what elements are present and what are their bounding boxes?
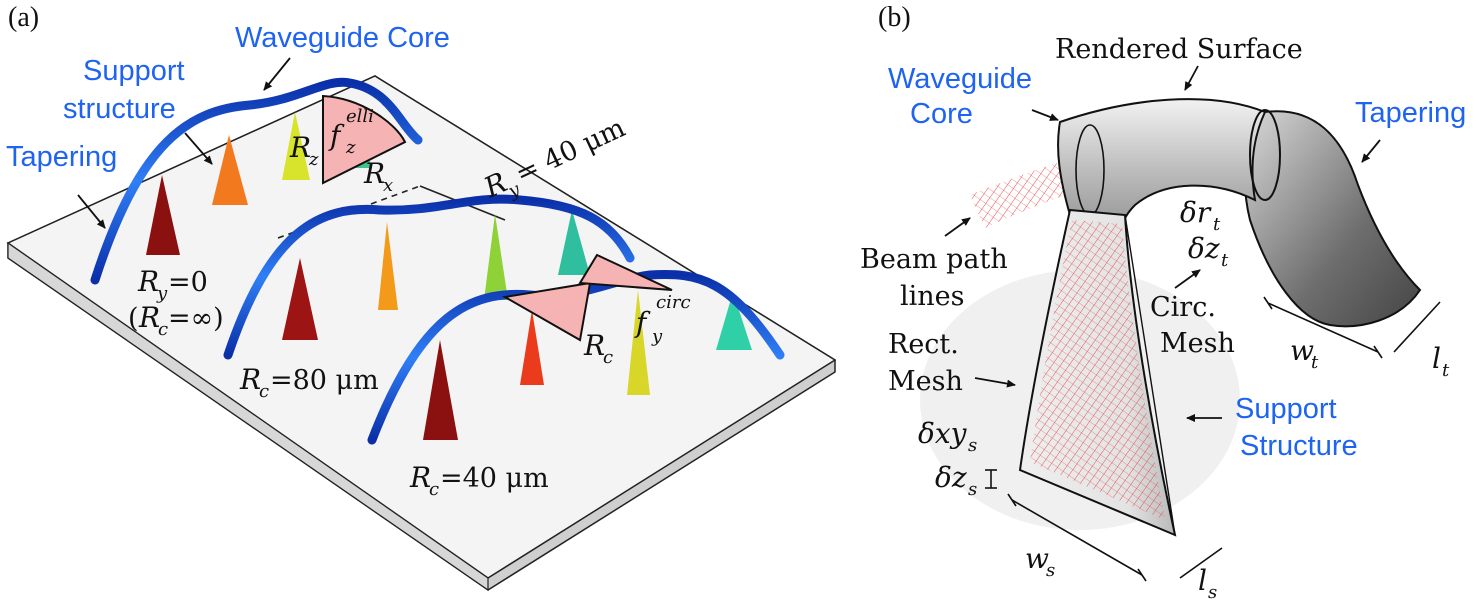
svg-text:z: z bbox=[345, 137, 356, 158]
panel-b: (b) Rendered Surface Waveguide Core Tape… bbox=[860, 2, 1466, 603]
label-beam-path-1: Beam path bbox=[860, 244, 1008, 275]
delta-z-t-label: δz t bbox=[1188, 232, 1229, 271]
svg-text:R: R bbox=[363, 157, 385, 190]
rx-label: R x bbox=[363, 157, 393, 196]
panel-a-label: (a) bbox=[8, 2, 39, 33]
label-waveguide-2: Core bbox=[910, 98, 973, 130]
rc-label: R c bbox=[583, 329, 613, 368]
svg-text:w: w bbox=[1290, 334, 1314, 367]
tapering-body bbox=[1244, 110, 1422, 328]
svg-text:= 40 μm: = 40 μm bbox=[511, 112, 630, 190]
svg-text:elli: elli bbox=[346, 106, 374, 127]
svg-text:s: s bbox=[968, 435, 977, 456]
svg-text:δr: δr bbox=[1180, 196, 1212, 229]
label-support-b-1: Support bbox=[1235, 393, 1337, 425]
svg-text:(: ( bbox=[128, 303, 139, 334]
label-tapering-b: Tapering bbox=[1355, 97, 1466, 129]
svg-text:w: w bbox=[1025, 542, 1049, 575]
panel-b-label: (b) bbox=[878, 2, 911, 33]
elliptical-sector bbox=[322, 94, 407, 185]
label-tapering: Tapering bbox=[6, 141, 117, 173]
svg-text:c: c bbox=[429, 479, 439, 500]
label-support-b-2: Structure bbox=[1240, 430, 1358, 462]
rc40-label: R c =40 μm bbox=[409, 461, 549, 500]
svg-text:c: c bbox=[603, 347, 613, 368]
ls-label: l s bbox=[1198, 564, 1217, 603]
label-waveguide-core: Waveguide Core bbox=[235, 22, 450, 54]
label-circ-mesh-2: Mesh bbox=[1160, 328, 1235, 359]
circular-sector-right bbox=[578, 253, 673, 291]
lt-dimension bbox=[1393, 301, 1441, 353]
svg-text:c: c bbox=[158, 319, 168, 340]
delta-xy-s-label: δxy s bbox=[918, 417, 977, 456]
svg-text:s: s bbox=[1208, 582, 1217, 603]
label-rect-mesh-1: Rect. bbox=[888, 329, 959, 360]
svg-text:R: R bbox=[289, 131, 311, 164]
svg-text:t: t bbox=[1213, 214, 1221, 235]
label-circ-mesh-1: Circ. bbox=[1150, 292, 1216, 323]
svg-text:=∞): =∞) bbox=[168, 303, 224, 334]
svg-text:t: t bbox=[1311, 352, 1319, 373]
wt-label: w t bbox=[1290, 334, 1319, 373]
wt-dimension bbox=[1267, 302, 1379, 353]
svg-text:t: t bbox=[1221, 250, 1229, 271]
support-cones-2 bbox=[282, 210, 590, 340]
svg-text:circ: circ bbox=[656, 292, 691, 313]
ws-dimension bbox=[1011, 499, 1143, 576]
label-support-1: Support bbox=[83, 55, 185, 87]
rz-label: R z bbox=[289, 131, 319, 170]
rectangular-mesh bbox=[1030, 220, 1165, 520]
svg-text:R: R bbox=[138, 301, 160, 334]
svg-text:y: y bbox=[651, 326, 663, 347]
svg-text:s: s bbox=[1046, 560, 1055, 581]
svg-text:=80 μm: =80 μm bbox=[270, 365, 379, 396]
svg-text:=40 μm: =40 μm bbox=[440, 463, 549, 494]
ws-label: w s bbox=[1025, 542, 1055, 581]
svg-text:R: R bbox=[239, 363, 261, 396]
svg-text:R: R bbox=[409, 461, 431, 494]
svg-text:t: t bbox=[1442, 360, 1450, 381]
svg-text:l: l bbox=[1198, 564, 1207, 597]
delta-r-t-label: δr t bbox=[1180, 196, 1221, 235]
waveguide-core-1 bbox=[90, 77, 423, 285]
svg-text:y: y bbox=[156, 283, 168, 304]
label-rect-mesh-2: Mesh bbox=[888, 366, 963, 397]
svg-text:R: R bbox=[583, 329, 605, 362]
svg-text:δxy: δxy bbox=[918, 417, 968, 450]
svg-text:x: x bbox=[383, 175, 393, 196]
rc80-label: R c =80 μm bbox=[239, 363, 379, 402]
label-beam-path-2: lines bbox=[900, 281, 965, 312]
delta-z-s-label: δz s bbox=[935, 461, 977, 500]
svg-text:R: R bbox=[137, 265, 159, 298]
svg-text:δz: δz bbox=[1188, 232, 1220, 265]
svg-text:=0: =0 bbox=[168, 267, 208, 298]
label-waveguide-1: Waveguide bbox=[888, 63, 1032, 95]
circular-sector-left bbox=[502, 281, 592, 342]
svg-text:l: l bbox=[1432, 342, 1441, 375]
lt-label: l t bbox=[1432, 342, 1450, 381]
svg-text:δz: δz bbox=[935, 461, 967, 494]
svg-text:z: z bbox=[308, 149, 319, 170]
ls-dimension bbox=[1179, 547, 1223, 579]
panel-a: (a) Waveguide Core Support structure Tap… bbox=[6, 2, 837, 592]
ry0-label: R y =0 ( R c =∞) bbox=[128, 265, 224, 340]
label-rendered-surface: Rendered Surface bbox=[1055, 34, 1303, 65]
support-cones-3 bbox=[423, 290, 752, 440]
svg-text:s: s bbox=[968, 479, 977, 500]
label-support-2: structure bbox=[63, 93, 176, 125]
waveguide-core-2 bbox=[223, 194, 635, 360]
svg-text:c: c bbox=[259, 381, 269, 402]
